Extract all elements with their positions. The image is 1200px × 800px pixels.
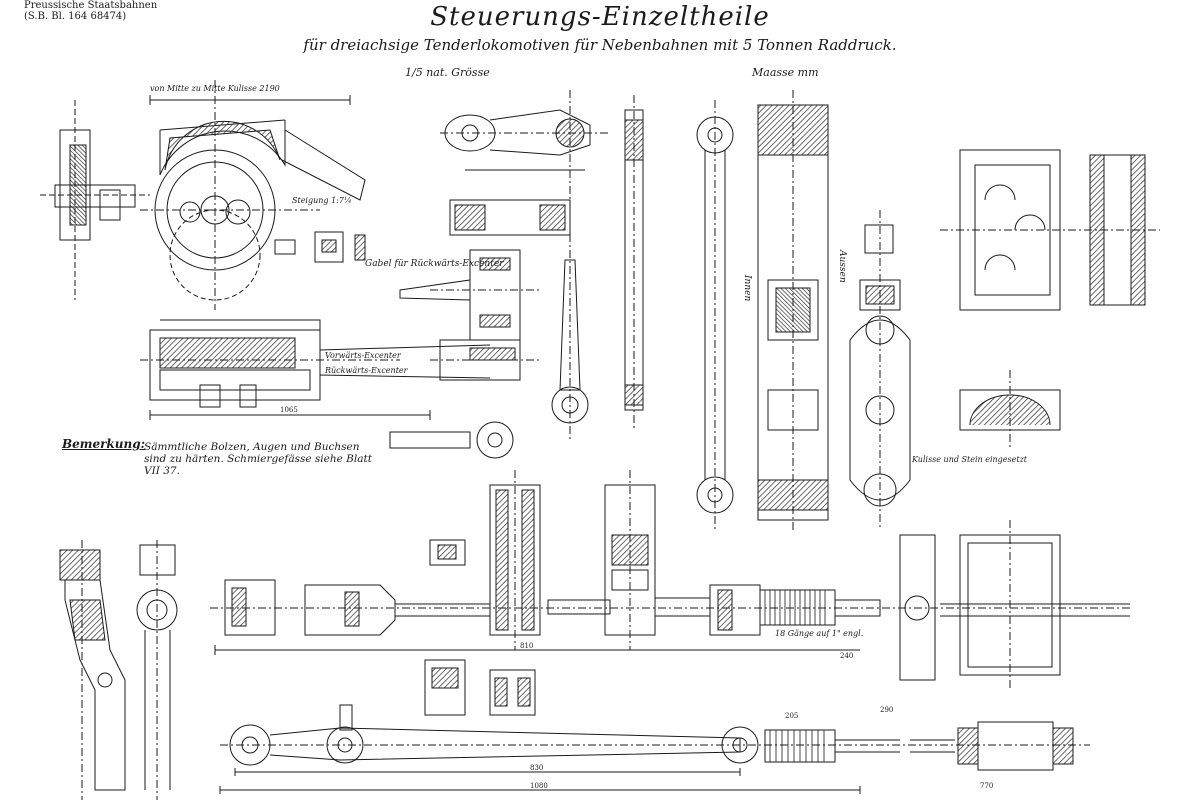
remark-text: Sämmtliche Bolzen, Augen und Buchsen sin…: [144, 441, 372, 477]
dimension-1065: 1065: [280, 406, 298, 414]
label-center-distance: von Mitte zu Mitte Kulisse 2190: [150, 84, 280, 93]
dimension-770: 770: [980, 782, 993, 790]
label-outside: Aussen: [837, 249, 847, 283]
radius-rod-view: [696, 100, 734, 530]
reversing-rod-view: [219, 704, 1090, 794]
sheet-reference: Preussische Staatsbahnen (S.B. Bl. 164 6…: [24, 0, 157, 22]
link-assembly-view: [40, 80, 366, 310]
label-gradient: Steigung 1:7¼: [292, 196, 352, 205]
crosshead-guide-view: [429, 470, 541, 650]
eccentric-fork-view: [399, 249, 540, 381]
label-fork-backward: Gabel für Rückwärts-Excenter: [365, 259, 504, 269]
drawing-subtitle: für dreiachsige Tenderlokomotiven für Ne…: [303, 36, 897, 54]
dimension-290: 290: [880, 706, 893, 714]
eccentric-assembly-view: [140, 319, 491, 420]
label-eccentric-forward: Vorwärts-Excenter: [325, 351, 402, 360]
units-note: Maasse mm: [752, 66, 819, 79]
connecting-pin-view: [547, 470, 656, 650]
remark-heading: Bemerkung:: [62, 437, 146, 451]
label-eccentric-backward: Rückwärts-Excenter: [324, 366, 409, 375]
sheet-reference-line-2: (S.B. Bl. 164 68474): [24, 11, 127, 22]
label-thread: 18 Gänge auf 1" engl.: [775, 629, 863, 638]
dimension-205: 205: [785, 712, 798, 720]
threaded-spindle-view: [654, 584, 881, 636]
lever-view: [389, 90, 610, 459]
dimension-240: 240: [840, 652, 853, 660]
bolt-details: [424, 659, 536, 716]
drawing-title: Steuerungs-Einzeltheile: [430, 2, 770, 32]
dimension-810: 810: [520, 642, 533, 650]
dimension-1080: 1080: [530, 782, 548, 790]
reversing-nut-view: [899, 520, 1130, 690]
oval-link-view: [849, 210, 911, 530]
slide-block-view: [940, 149, 1160, 450]
valve-rod-side-view: [624, 95, 644, 430]
link-frame-view: [757, 90, 829, 530]
scale-note: 1/5 nat. Grösse: [405, 66, 490, 79]
dimension-830: 830: [530, 764, 543, 772]
sheet-reference-line-1: Preussische Staatsbahnen: [24, 0, 158, 11]
label-bushing: Kulisse und Stein eingesetzt: [911, 455, 1028, 464]
valve-spindle-view: [210, 579, 1130, 655]
label-inside: Innen: [742, 274, 752, 301]
reversing-shaft-arm-view: [59, 540, 178, 800]
